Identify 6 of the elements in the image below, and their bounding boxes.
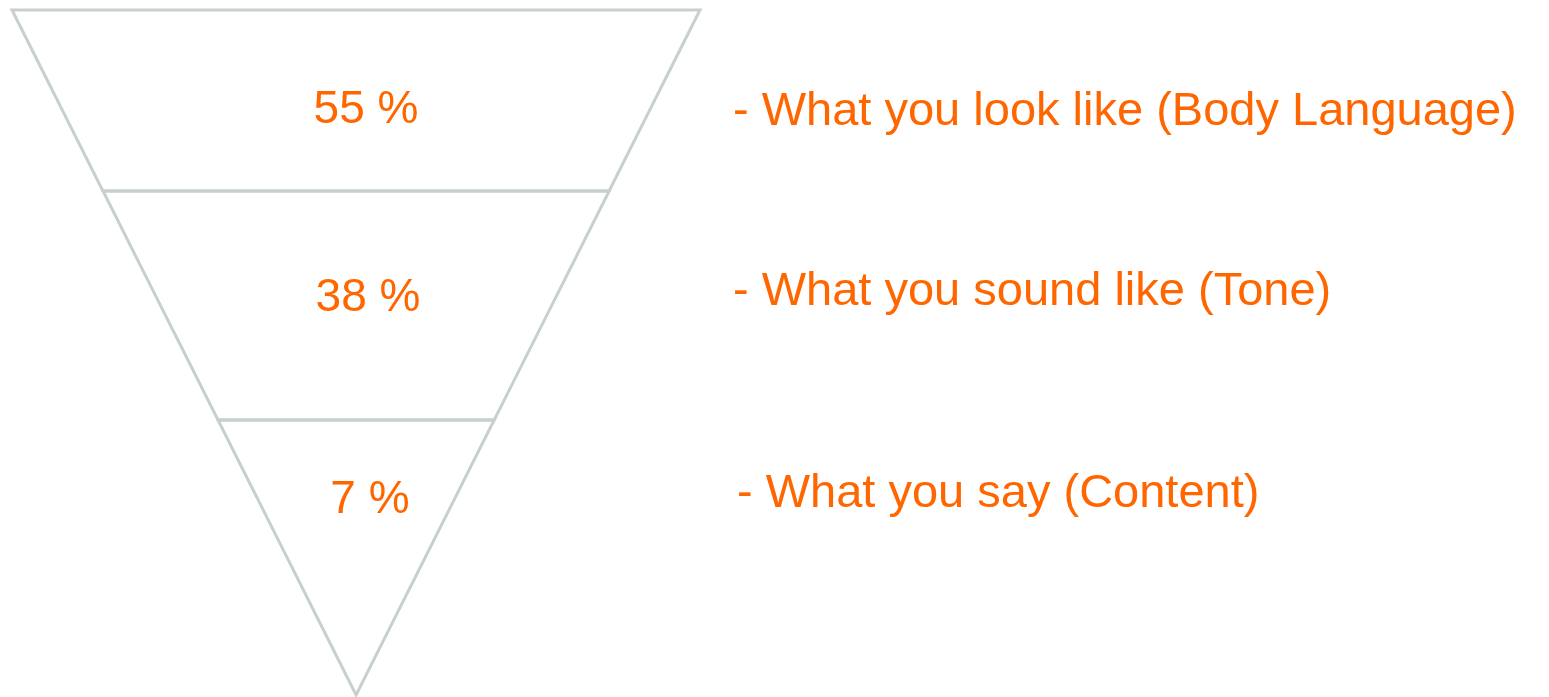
percentage-label: 55 % [313,80,419,134]
band-description: - What you look like (Body Language) [733,80,1517,136]
band-description: - What you sound like (Tone) [733,260,1332,316]
percentage-label: 38 % [315,268,421,322]
percentage-label: 7 % [330,470,410,524]
band-description: - What you say (Content) [737,462,1260,518]
